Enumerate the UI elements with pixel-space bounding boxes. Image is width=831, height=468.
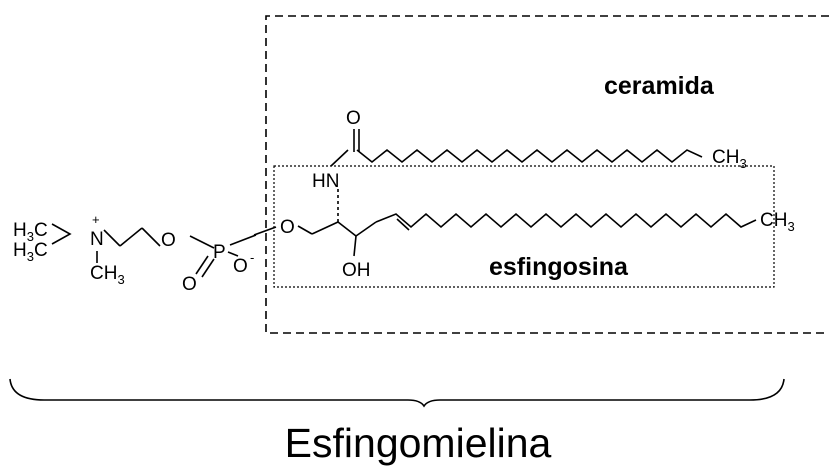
acyl-zigzag: [356, 148, 703, 164]
svg-text:CH3: CH3: [760, 210, 795, 234]
choline-labels: H3C H3C + N CH3: [13, 212, 125, 287]
phosphate-labels: O P O O -: [161, 230, 254, 295]
svg-text:H3C: H3C: [13, 220, 48, 244]
phosphate-group: [189, 226, 277, 278]
subscript: 3: [27, 249, 34, 264]
molecule-title: Esfingomielina: [285, 420, 552, 466]
acyl-chain: [330, 129, 703, 167]
negative-charge: -: [250, 250, 254, 265]
atom-label: H: [13, 240, 27, 261]
atom-label: C: [712, 147, 726, 168]
amide-nh-label: HN: [312, 171, 339, 192]
atom-label: C: [34, 240, 48, 261]
carbonyl-oxygen: O: [346, 108, 361, 129]
atom-label: H: [104, 263, 118, 284]
atom-label: C: [760, 210, 774, 231]
choline-group: [51, 223, 161, 247]
sphingosine-labels: O HN OH O CH3 CH3: [280, 108, 795, 281]
sphingosine-label: esfingosina: [489, 253, 629, 281]
atom-label: H: [726, 147, 740, 168]
nitrogen-atom: N: [90, 229, 104, 250]
atom-label: H: [774, 210, 788, 231]
sphingosine-box: [273, 165, 775, 288]
atom-label: C: [90, 263, 104, 284]
atom-label: H: [13, 220, 27, 241]
svg-text:CH3: CH3: [90, 263, 125, 287]
subscript: 3: [739, 156, 746, 171]
oxygen-atom: O: [182, 274, 197, 295]
ceramide-label: ceramida: [604, 72, 715, 100]
molecule-brace: [9, 378, 785, 408]
oxygen-atom: O: [280, 217, 295, 238]
svg-text:CH3: CH3: [712, 147, 747, 171]
subscript: 3: [787, 219, 794, 234]
phosphorus-atom: P: [213, 242, 226, 263]
subscript: 3: [27, 229, 34, 244]
sphingosine-backbone: [297, 188, 757, 257]
positive-charge: +: [92, 212, 100, 227]
sphingosine-chain: [375, 212, 757, 229]
oxygen-atom: O: [161, 230, 176, 251]
hydroxyl-label: OH: [342, 260, 371, 281]
svg-text:H3C: H3C: [13, 240, 48, 264]
ceramide-box: [265, 15, 829, 334]
oxygen-atom: O: [233, 256, 248, 277]
atom-label: C: [34, 220, 48, 241]
subscript: 3: [117, 272, 124, 287]
